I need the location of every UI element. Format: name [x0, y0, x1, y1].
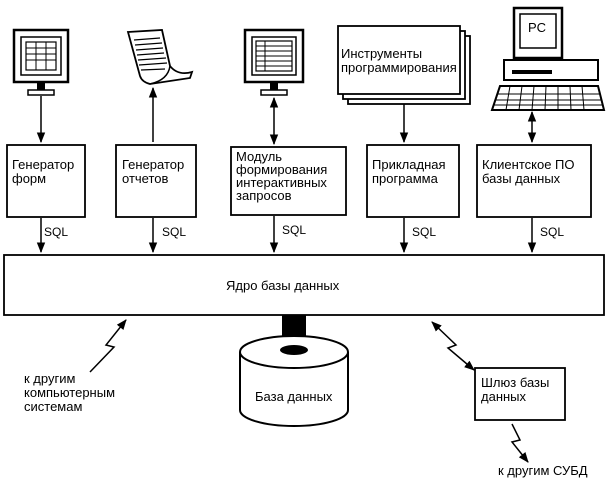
sql-label: SQL [540, 225, 565, 239]
link-gateway [431, 321, 475, 371]
other-systems-label: к другим компьютерным системам [24, 371, 116, 414]
kernel-label: Ядро базы данных [226, 278, 340, 293]
client-software-box [476, 144, 592, 218]
client-software-label: Клиентское ПО базы данных [482, 157, 575, 186]
report-generator-box [115, 144, 197, 218]
kernel-box [3, 254, 605, 316]
app-program-box [366, 144, 460, 218]
sql-label: SQL [162, 225, 187, 239]
dev-tools-stack [337, 25, 471, 105]
sql-label: SQL [44, 225, 69, 239]
app-program-label: Прикладная программа [372, 157, 446, 186]
query-module-label: Модуль формирования интерактивных запрос… [236, 149, 328, 203]
gateway-box [474, 367, 566, 421]
query-module-box [230, 146, 347, 216]
pc-label: PC [528, 20, 547, 35]
database-label: База данных [255, 389, 333, 404]
sql-arrows [36, 216, 537, 254]
sql-label: SQL [282, 223, 307, 237]
report-paper-icon [126, 29, 194, 85]
form-generator-box [6, 144, 86, 218]
pc-icon [490, 6, 606, 111]
monitor-icon [243, 28, 305, 96]
form-generator-label: Генератор форм [12, 157, 75, 186]
sql-label: SQL [412, 225, 437, 239]
monitor-icon [12, 28, 70, 96]
report-generator-label: Генератор отчетов [122, 157, 185, 186]
gateway-label: Шлюз базы данных [481, 375, 550, 404]
database-cylinder-icon [239, 315, 349, 427]
other-dbms-label: к другим СУБД [498, 463, 588, 478]
dev-tools-label: Инструменты программирования [341, 46, 457, 75]
link-other-dbms [510, 423, 529, 463]
link-other-systems [89, 319, 127, 373]
